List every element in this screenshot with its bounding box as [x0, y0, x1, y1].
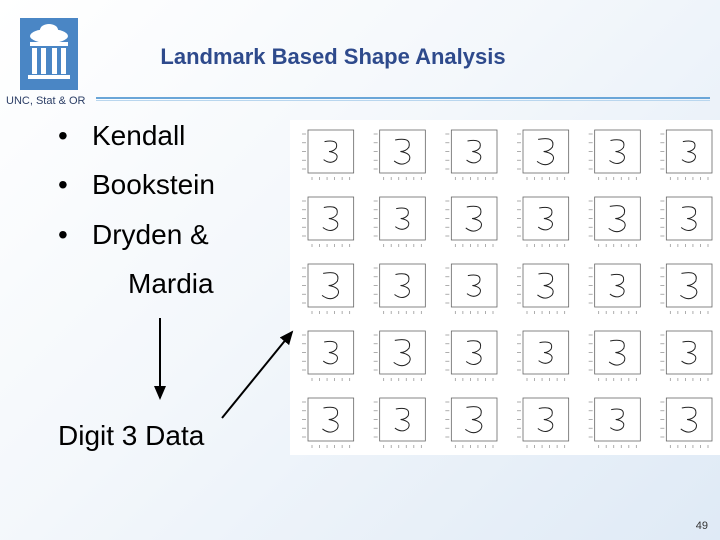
digit-plot-cell [445, 263, 498, 314]
digit-plot-cell [302, 330, 355, 381]
digit-plot-cell [517, 397, 570, 448]
digit-3-plot-grid [290, 120, 720, 455]
digit-plot-cell [517, 196, 570, 247]
header-divider [96, 97, 710, 99]
bullet-dot-icon: • [58, 120, 68, 151]
digit-plot-cell [517, 330, 570, 381]
header-divider-secondary [96, 100, 710, 101]
digit-plot-cell [445, 129, 498, 180]
bullet-text: Dryden & [92, 219, 209, 250]
digit-plot-cell [373, 129, 426, 180]
bullet-dot-icon: • [58, 169, 68, 200]
bullet-text: Kendall [92, 120, 186, 151]
digit-plot-cell [302, 397, 355, 448]
bullet-text: Bookstein [92, 169, 215, 200]
digit-plot-cell [517, 263, 570, 314]
bullet-dot-icon: • [58, 219, 68, 250]
digit-plot-cell [660, 196, 713, 247]
digit-plot-cell [445, 330, 498, 381]
bullet-continuation: Mardia [128, 268, 214, 299]
digit-plot-cell [373, 330, 426, 381]
digit-plot-cell [588, 196, 641, 247]
digit-plot-cell [445, 397, 498, 448]
bullet-item: • Kendall [58, 120, 185, 152]
digit-plot-cell [373, 263, 426, 314]
bullet-item: • Dryden & [58, 219, 209, 251]
digit-plot-cell [445, 196, 498, 247]
diagonal-arrow [221, 330, 294, 419]
digit-plot-cell [302, 129, 355, 180]
digit-plot-cell [302, 196, 355, 247]
digit-plot-cell [373, 196, 426, 247]
department-label: UNC, Stat & OR [6, 95, 86, 107]
bullet-item: • Bookstein [58, 169, 215, 201]
digit-plot-cell [517, 129, 570, 180]
digit-plot-cell [588, 263, 641, 314]
slide-title: Landmark Based Shape Analysis [160, 44, 506, 69]
digit-plots-svg [302, 129, 713, 448]
figure-label: Digit 3 Data [58, 420, 205, 451]
digit-plot-cell [660, 397, 713, 448]
digit-plot-cell [660, 129, 713, 180]
digit-plot-cell [588, 129, 641, 180]
digit-plot-cell [660, 330, 713, 381]
digit-plot-cell [660, 263, 713, 314]
digit-plot-cell [302, 263, 355, 314]
digit-plot-cell [373, 397, 426, 448]
digit-plot-cell [588, 397, 641, 448]
old-well-logo-icon [20, 18, 78, 90]
page-number: 49 [695, 520, 708, 532]
digit-plot-cell [588, 330, 641, 381]
